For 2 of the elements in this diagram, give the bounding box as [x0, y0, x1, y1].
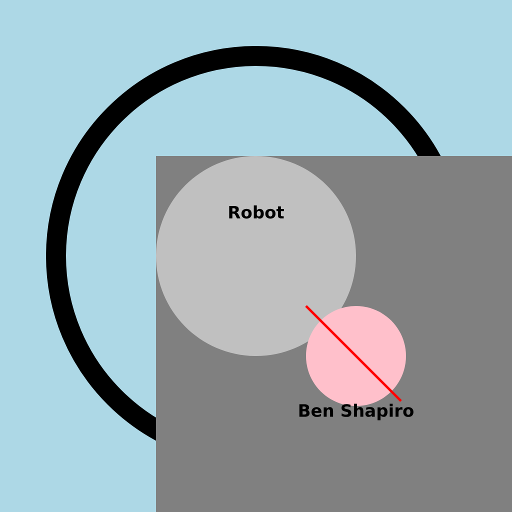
node-label: Ben Shapiro [299, 404, 414, 420]
circle-node: Robot [156, 156, 356, 356]
